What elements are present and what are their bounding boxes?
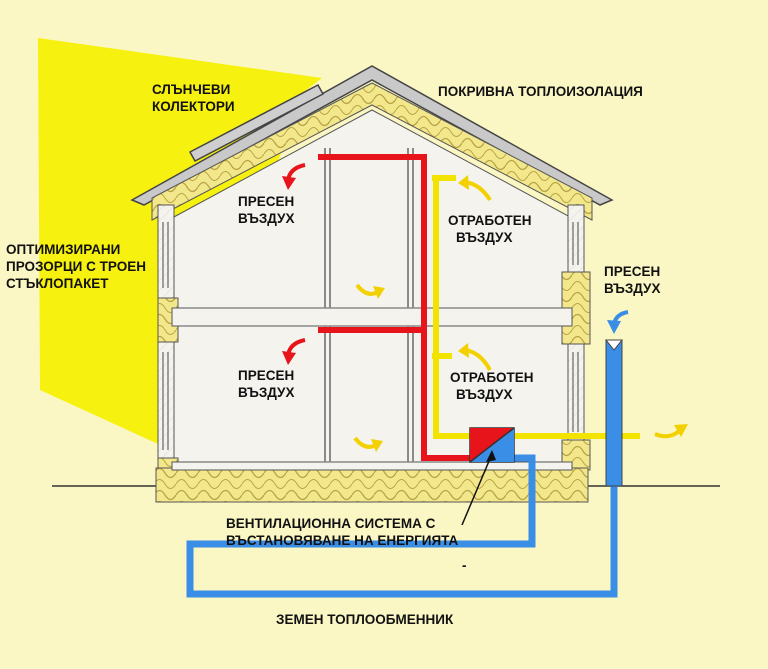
ground-heat-exchanger-label: ЗЕМЕН ТОПЛООБМЕННИК	[276, 612, 454, 627]
fresh-air-upper-label: ПРЕСЕН ВЪЗДУХ	[238, 194, 294, 226]
vertical-duct-shafts	[324, 148, 414, 462]
fresh-lower-line-2: ВЪЗДУХ	[238, 385, 294, 400]
fresh-air-lower-label: ПРЕСЕН ВЪЗДУХ	[238, 368, 294, 400]
ventilation-pointer-head	[486, 450, 496, 462]
ventilation-line-2: ВЪСТАНОВЯВАНЕ НА ЕНЕРГИЯТА	[226, 533, 459, 548]
roof-insulation-label: ПОКРИВНА ТОПЛОИЗОЛАЦИЯ	[438, 84, 643, 99]
ground-heat-exchanger-loop	[186, 454, 618, 598]
curved-arrow-icon	[458, 343, 492, 372]
fresh-lower-line-1: ПРЕСЕН	[238, 368, 294, 383]
intake-cap	[604, 339, 624, 351]
solar-label-line-2: КОЛЕКТОРИ	[152, 99, 235, 114]
floor-insulation	[155, 467, 589, 503]
exhaust-lower-line-1: ОТРАБОТЕН	[450, 370, 534, 385]
exhaust-upper-line-1: ОТРАБОТЕН	[448, 213, 532, 228]
curved-arrow-icon	[654, 424, 688, 439]
solar-collector-panel	[188, 83, 325, 163]
exhaust-air-upper-label: ОТРАБОТЕН ВЪЗДУХ	[448, 213, 532, 245]
curved-arrow-icon	[607, 310, 629, 334]
solar-collectors-label: СЛЪНЧЕВИ КОЛЕКТОРИ	[152, 82, 235, 114]
fresh-outside-line-1: ПРЕСЕН	[604, 264, 660, 279]
curved-arrow-icon	[282, 338, 306, 365]
exhaust-lower-line-2: ВЪЗДУХ	[456, 387, 512, 402]
windows-label: ОПТИМИЗИРАНИ ПРОЗОРЦИ С ТРОЕН СТЪКЛОПАКЕ…	[6, 242, 146, 291]
exhaust-upper-line-2: ВЪЗДУХ	[456, 230, 512, 245]
fresh-upper-line-2: ВЪЗДУХ	[238, 211, 294, 226]
curved-arrow-icon	[355, 283, 385, 299]
windows-label-line-1: ОПТИМИЗИРАНИ	[6, 242, 120, 257]
ventilation-system-label: ВЕНТИЛАЦИОННА СИСТЕМА С ВЪСТАНОВЯВАНЕ НА…	[226, 516, 459, 548]
middle-floor-slab	[171, 307, 573, 327]
fresh-upper-line-1: ПРЕСЕН	[238, 194, 294, 209]
floor-base	[171, 461, 573, 471]
curved-arrow-icon	[353, 436, 383, 452]
fresh-air-intake-pipe	[605, 339, 623, 487]
fresh-outside-line-2: ВЪЗДУХ	[604, 281, 660, 296]
roof-insulation	[151, 82, 593, 221]
exhaust-air-duct	[432, 175, 640, 439]
fresh-air-outside-label: ПРЕСЕН ВЪЗДУХ	[604, 264, 660, 296]
right-wall-insulation-upper	[561, 271, 591, 345]
triple-glazed-windows	[162, 222, 579, 450]
curved-arrow-icon	[282, 163, 306, 190]
solar-label-line-1: СЛЪНЧЕВИ	[152, 82, 230, 97]
windows-label-line-2: ПРОЗОРЦИ С ТРОЕН	[6, 259, 146, 274]
ventilation-line-1: ВЕНТИЛАЦИОННА СИСТЕМА С	[226, 516, 436, 531]
roof	[130, 65, 614, 206]
exhaust-air-lower-label: ОТРАБОТЕН ВЪЗДУХ	[450, 370, 534, 402]
supply-air-duct	[318, 154, 478, 461]
dash-mark: -	[462, 558, 467, 573]
curved-arrow-icon	[458, 175, 492, 202]
windows-label-line-3: СТЪКЛОПАКЕТ	[6, 276, 109, 291]
ventilation-pointer	[461, 453, 493, 526]
